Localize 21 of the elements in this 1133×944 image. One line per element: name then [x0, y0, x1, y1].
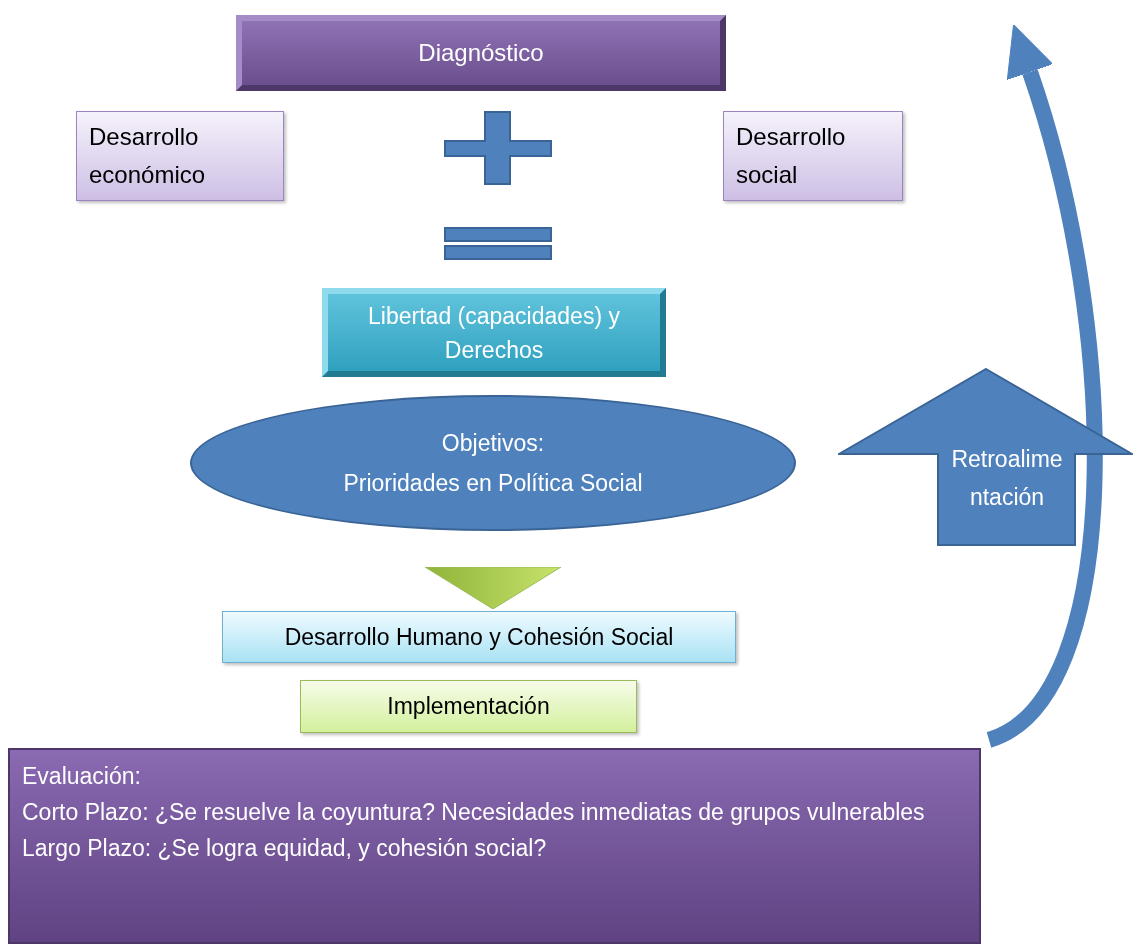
node-text: Corto Plazo: ¿Se resuelve la coyuntura? Necesidades inmediatas de grupos vulnerables	[22, 798, 925, 827]
result-box	[322, 288, 666, 377]
node-text: Prioridades en Política Social	[343, 469, 643, 498]
concept-box	[723, 111, 903, 201]
heading-text: Objetivos:	[441, 429, 545, 458]
curved-arrow	[985, 23, 1103, 748]
implementation-box	[300, 680, 637, 733]
evaluation-box	[8, 748, 981, 944]
node-text: Desarrollo social	[736, 122, 847, 190]
node-text: Desarrollo Humano y Cohesión Social	[284, 622, 674, 652]
node-text: Libertad (capacidades) y Derechos	[367, 301, 621, 365]
node-text: Desarrollo económico	[89, 122, 207, 190]
feedback-arrow-shape	[838, 368, 1133, 546]
outcome-box	[222, 611, 736, 663]
concept-box	[76, 111, 284, 201]
heading-text: Evaluación:	[22, 762, 141, 791]
title-box	[236, 15, 726, 91]
node-text: Retroalimentación	[951, 446, 1063, 510]
node-text: Diagnóstico	[418, 38, 544, 68]
node-text: Implementación	[387, 692, 550, 722]
node-text: Largo Plazo: ¿Se logra equidad, y cohesión social?	[22, 834, 547, 863]
